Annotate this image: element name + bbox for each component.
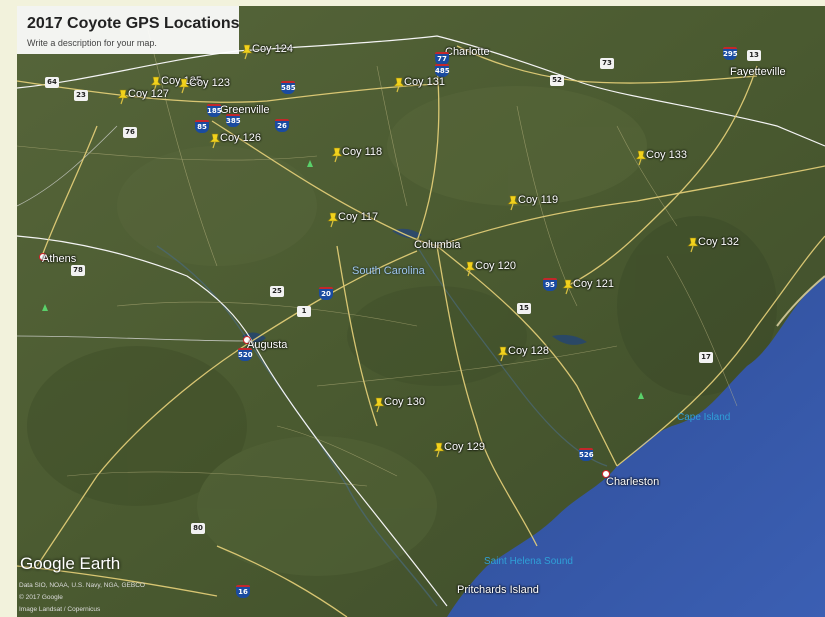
location-label[interactable]: Coy 133 (646, 149, 687, 161)
google-earth-logo: Google Earth (20, 554, 121, 573)
location-label[interactable]: Coy 123 (189, 77, 230, 89)
place-label-pritchards-island: Pritchards Island (457, 584, 539, 596)
city-marker-augusta (243, 336, 251, 344)
location-label[interactable]: Coy 121 (573, 278, 614, 290)
park-icon (42, 304, 48, 311)
pushpin-icon[interactable] (331, 147, 343, 168)
route-shield-us23: 23 (74, 90, 88, 101)
attribution-data: Data SIO, NOAA, U.S. Navy, NGA, GEBCO (19, 582, 145, 589)
route-shield-i26: 26 (275, 119, 289, 132)
route-shield-i585: 585 (281, 81, 296, 94)
route-shield-us73: 73 (600, 58, 614, 69)
route-shield-i16: 16 (236, 585, 250, 598)
route-shield-us64: 64 (45, 77, 59, 88)
pushpin-icon[interactable] (497, 346, 509, 367)
location-label[interactable]: Coy 119 (518, 194, 559, 206)
place-label-charlotte: Charlotte (445, 46, 490, 58)
place-label-greenville: Greenville (220, 104, 270, 116)
location-label[interactable]: Coy 127 (128, 88, 169, 100)
pushpin-icon[interactable] (562, 279, 574, 300)
route-shield-i85: 85 (195, 120, 209, 133)
route-shield-i20: 20 (319, 287, 333, 300)
park-icon (638, 392, 644, 399)
route-shield-us17: 17 (699, 352, 713, 363)
location-label[interactable]: Coy 130 (384, 396, 425, 408)
route-shield-us78: 78 (71, 265, 85, 276)
pushpin-icon[interactable] (241, 44, 253, 65)
pushpin-icon[interactable] (393, 77, 405, 98)
map-title-panel: 2017 Coyote GPS Locations Write a descri… (17, 6, 240, 54)
location-label[interactable]: Coy 132 (698, 236, 739, 248)
route-shield-i526: 526 (579, 448, 594, 461)
city-marker-charleston (602, 470, 610, 478)
route-shield-us80: 80 (191, 523, 205, 534)
pushpin-icon[interactable] (507, 195, 519, 216)
attribution-copyright: © 2017 Google (19, 594, 63, 601)
location-label[interactable]: Coy 120 (475, 260, 516, 272)
location-label[interactable]: Coy 124 (252, 43, 293, 55)
place-label-south-carolina: South Carolina (352, 265, 425, 277)
attribution-imagery: Image Landsat / Copernicus (19, 606, 101, 613)
pushpin-icon[interactable] (150, 76, 162, 97)
route-shield-us1: 1 (297, 306, 311, 317)
route-shield-i295: 295 (723, 47, 738, 60)
place-label-fayetteville: Fayetteville (730, 66, 786, 78)
route-shield-i520: 520 (238, 348, 253, 361)
place-label-charleston: Charleston (606, 476, 660, 488)
place-label-cape-island: Cape Island (677, 412, 731, 423)
pushpin-icon[interactable] (687, 237, 699, 258)
location-label[interactable]: Coy 117 (338, 211, 379, 223)
park-icon (307, 160, 313, 167)
route-shield-i77: 77 (435, 52, 449, 65)
location-label[interactable]: Coy 118 (342, 146, 383, 158)
pushpin-icon[interactable] (464, 261, 476, 282)
route-shield-us15: 15 (517, 303, 531, 314)
location-label[interactable]: Coy 129 (444, 441, 485, 453)
route-shield-us52: 52 (550, 75, 564, 86)
map-title: 2017 Coyote GPS Locations (27, 15, 240, 32)
pushpin-icon[interactable] (327, 212, 339, 233)
city-marker-athens (39, 253, 47, 261)
place-label-athens: Athens (42, 253, 77, 265)
pushpin-icon[interactable] (178, 78, 190, 99)
pushpin-icon[interactable] (373, 397, 385, 418)
pushpin-icon[interactable] (209, 133, 221, 154)
place-label-columbia: Columbia (414, 239, 461, 251)
place-label-saint-helena-sound: Saint Helena Sound (484, 556, 573, 567)
pushpin-icon[interactable] (117, 89, 129, 110)
route-shield-us13: 13 (747, 50, 761, 61)
location-label[interactable]: Coy 126 (220, 132, 261, 144)
place-label-augusta: Augusta (247, 339, 288, 351)
map-description[interactable]: Write a description for your map. (27, 38, 157, 48)
route-shield-i385: 385 (226, 114, 241, 127)
route-shield-i95: 95 (543, 278, 557, 291)
route-shield-i485: 485 (435, 64, 450, 77)
map-view[interactable]: 2017 Coyote GPS Locations Write a descri… (17, 6, 825, 617)
route-shield-us76: 76 (123, 127, 137, 138)
pushpin-icon[interactable] (433, 442, 445, 463)
location-label[interactable]: Coy 128 (508, 345, 549, 357)
route-shield-i185: 185 (207, 104, 222, 117)
route-shield-us25: 25 (270, 286, 284, 297)
pushpin-icon[interactable] (635, 150, 647, 171)
satellite-imagery[interactable] (17, 6, 825, 617)
location-label[interactable]: Coy 131 (404, 76, 445, 88)
